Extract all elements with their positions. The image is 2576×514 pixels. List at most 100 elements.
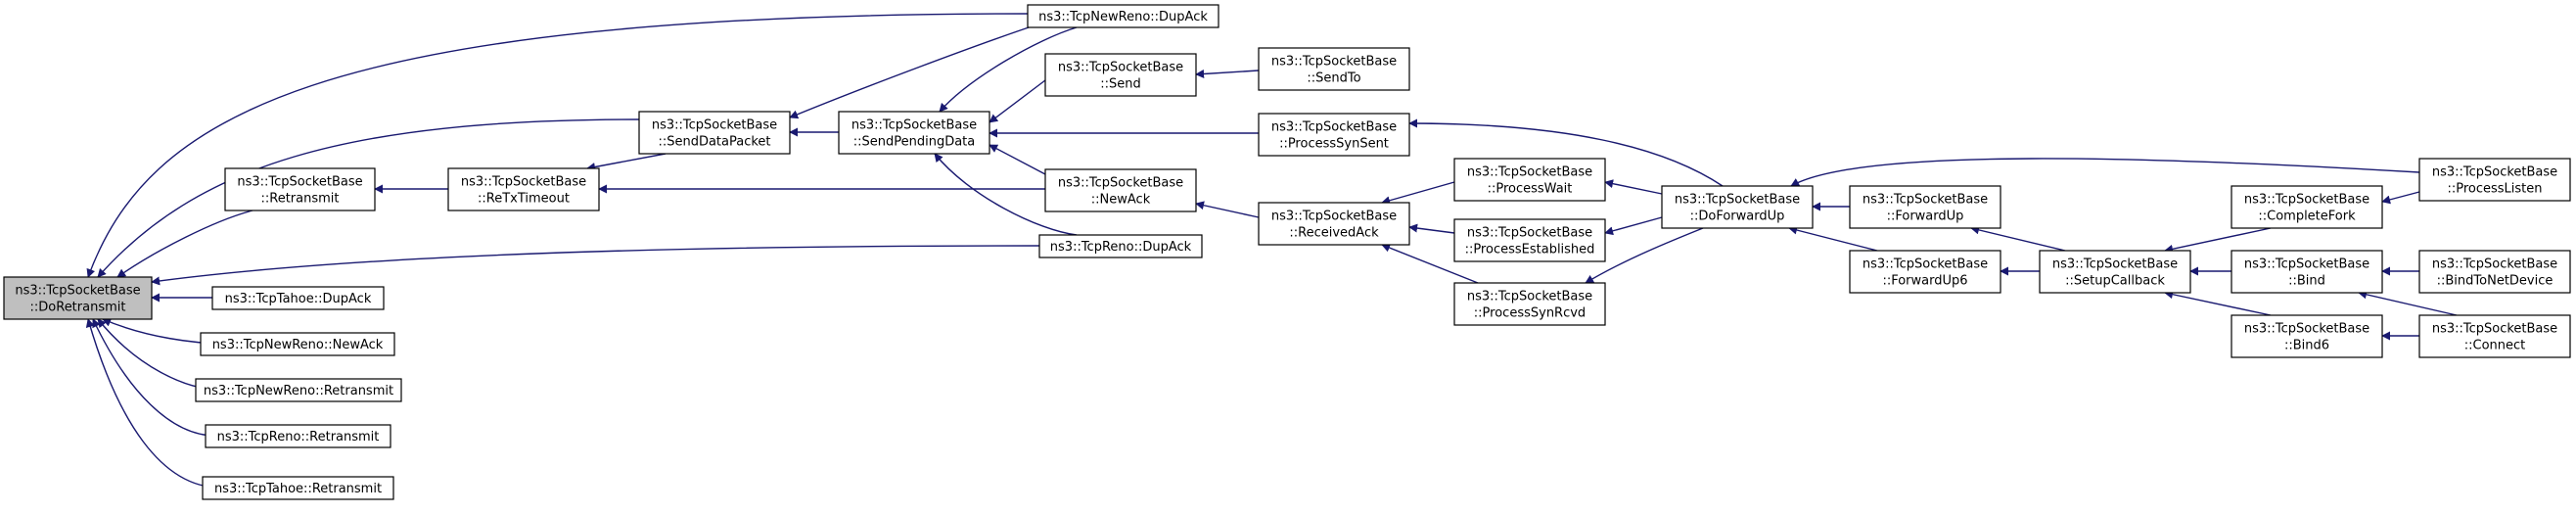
node-box-doRetransmit[interactable]	[3, 276, 153, 320]
node-label-bind6-0: ns3::TcpSocketBase	[2244, 322, 2369, 337]
node-label-doRetransmit-0: ns3::TcpSocketBase	[15, 284, 140, 299]
node-label-sendPendingData-0: ns3::TcpSocketBase	[851, 118, 977, 133]
node-completeFork[interactable]: ns3::TcpSocketBase::CompleteFork	[2231, 185, 2383, 229]
node-bind[interactable]: ns3::TcpSocketBase::Bind	[2231, 250, 2383, 294]
node-label-processSynRcvd-1: ::ProcessSynRcvd	[1474, 306, 1586, 321]
node-doRetransmit[interactable]: ns3::TcpSocketBase::DoRetransmit	[3, 276, 153, 320]
node-newRenoNewAck[interactable]: ns3::TcpNewReno::NewAck	[200, 332, 395, 356]
edge-sendPendingData-send	[989, 79, 1046, 123]
edge-sendPendingData-renoDupAck	[934, 153, 1078, 236]
node-box-receivedAck[interactable]	[1258, 202, 1410, 246]
node-newRenoRetransmit[interactable]: ns3::TcpNewReno::Retransmit	[195, 378, 402, 402]
node-box-processListen[interactable]	[2418, 158, 2571, 202]
node-box-bind[interactable]	[2231, 250, 2383, 294]
node-forwardUp6[interactable]: ns3::TcpSocketBase::ForwardUp6	[1849, 250, 2001, 294]
node-box-newRenoDupAck[interactable]	[1027, 4, 1219, 28]
node-box-tahoeDupAck[interactable]	[211, 286, 385, 310]
edge-processEstablished-doForwardUp	[1604, 216, 1663, 236]
edges-layer	[85, 13, 2458, 489]
node-box-connect[interactable]	[2418, 314, 2571, 358]
node-box-reTxTimeout[interactable]	[447, 167, 600, 211]
edge-reTxTimeout-sendDataPacket	[586, 153, 667, 171]
node-label-retransmit-0: ns3::TcpSocketBase	[237, 175, 362, 190]
node-box-processSynSent[interactable]	[1258, 113, 1410, 157]
node-box-forwardUp6[interactable]	[1849, 250, 2001, 294]
node-connect[interactable]: ns3::TcpSocketBase::Connect	[2418, 314, 2571, 358]
node-box-setupCallback[interactable]	[2039, 250, 2191, 294]
edge-newAck-receivedAck	[1195, 201, 1260, 218]
node-box-newAck[interactable]	[1044, 168, 1197, 212]
node-sendPendingData[interactable]: ns3::TcpSocketBase::SendPendingData	[838, 111, 990, 155]
node-forwardUp[interactable]: ns3::TcpSocketBase::ForwardUp	[1849, 185, 2001, 229]
node-label-bindToNetDevice-1: ::BindToNetDevice	[2437, 274, 2553, 289]
node-tahoeDupAck[interactable]: ns3::TcpTahoe::DupAck	[211, 286, 385, 310]
node-processWait[interactable]: ns3::TcpSocketBase::ProcessWait	[1453, 158, 1606, 202]
edge-doRetransmit-sendDataPacket	[97, 118, 640, 278]
node-box-bind6[interactable]	[2231, 314, 2383, 358]
node-label-receivedAck-1: ::ReceivedAck	[1289, 226, 1379, 241]
node-newAck[interactable]: ns3::TcpSocketBase::NewAck	[1044, 168, 1197, 212]
node-processEstablished[interactable]: ns3::TcpSocketBase::ProcessEstablished	[1453, 218, 1606, 262]
node-box-send[interactable]	[1044, 53, 1197, 97]
node-renoDupAck[interactable]: ns3::TcpReno::DupAck	[1038, 234, 1203, 258]
node-label-sendPendingData-1: ::SendPendingData	[853, 135, 976, 150]
node-box-tahoeRetransmit[interactable]	[202, 476, 394, 500]
node-label-sendTo-1: ::SendTo	[1307, 71, 1360, 86]
node-label-processSynSent-0: ns3::TcpSocketBase	[1271, 120, 1397, 135]
edge-completeFork-processListen	[2381, 191, 2420, 205]
node-box-sendTo[interactable]	[1258, 47, 1410, 91]
edge-processWait-doForwardUp	[1604, 179, 1663, 195]
node-doForwardUp[interactable]: ns3::TcpSocketBase::DoForwardUp	[1661, 185, 1814, 229]
node-box-newRenoNewAck[interactable]	[200, 332, 395, 356]
node-processListen[interactable]: ns3::TcpSocketBase::ProcessListen	[2418, 158, 2571, 202]
node-bind6[interactable]: ns3::TcpSocketBase::Bind6	[2231, 314, 2383, 358]
edge-doRetransmit-newRenoDupAck	[86, 13, 1029, 278]
node-box-sendDataPacket[interactable]	[638, 111, 791, 155]
node-box-retransmit[interactable]	[224, 167, 376, 211]
node-box-bindToNetDevice[interactable]	[2418, 250, 2571, 294]
node-box-sendPendingData[interactable]	[838, 111, 990, 155]
node-box-renoDupAck[interactable]	[1038, 234, 1203, 258]
node-tahoeRetransmit[interactable]: ns3::TcpTahoe::Retransmit	[202, 476, 394, 500]
node-send[interactable]: ns3::TcpSocketBase::Send	[1044, 53, 1197, 97]
node-label-sendTo-0: ns3::TcpSocketBase	[1271, 55, 1397, 70]
node-sendTo[interactable]: ns3::TcpSocketBase::SendTo	[1258, 47, 1410, 91]
node-setupCallback[interactable]: ns3::TcpSocketBase::SetupCallback	[2039, 250, 2191, 294]
node-processSynRcvd[interactable]: ns3::TcpSocketBase::ProcessSynRcvd	[1453, 282, 1606, 326]
edge-sendPendingData-newAck	[989, 144, 1046, 175]
node-processSynSent[interactable]: ns3::TcpSocketBase::ProcessSynSent	[1258, 113, 1410, 157]
node-label-doRetransmit-1: ::DoRetransmit	[30, 301, 126, 315]
node-renoRetransmit[interactable]: ns3::TcpReno::Retransmit	[205, 424, 391, 448]
node-bindToNetDevice[interactable]: ns3::TcpSocketBase::BindToNetDevice	[2418, 250, 2571, 294]
edge-doRetransmit-retransmit	[116, 210, 253, 278]
edge-setupCallback-bind6	[2164, 290, 2272, 316]
node-receivedAck[interactable]: ns3::TcpSocketBase::ReceivedAck	[1258, 202, 1410, 246]
node-box-processWait[interactable]	[1453, 158, 1606, 202]
node-newRenoDupAck[interactable]: ns3::TcpNewReno::DupAck	[1027, 4, 1219, 28]
node-label-processSynRcvd-0: ns3::TcpSocketBase	[1467, 290, 1592, 304]
node-label-forwardUp-1: ::ForwardUp	[1887, 210, 1964, 224]
node-reTxTimeout[interactable]: ns3::TcpSocketBase::ReTxTimeout	[447, 167, 600, 211]
node-label-processListen-1: ::ProcessListen	[2447, 182, 2542, 197]
node-box-forwardUp[interactable]	[1849, 185, 2001, 229]
node-box-renoRetransmit[interactable]	[205, 424, 391, 448]
node-box-doForwardUp[interactable]	[1661, 185, 1814, 229]
node-box-processSynRcvd[interactable]	[1453, 282, 1606, 326]
node-sendDataPacket[interactable]: ns3::TcpSocketBase::SendDataPacket	[638, 111, 791, 155]
node-label-forwardUp6-1: ::ForwardUp6	[1882, 274, 1967, 289]
node-retransmit[interactable]: ns3::TcpSocketBase::Retransmit	[224, 167, 376, 211]
edge-doRetransmit-renoDupAck	[151, 245, 1040, 286]
node-box-processEstablished[interactable]	[1453, 218, 1606, 262]
node-label-processEstablished-0: ns3::TcpSocketBase	[1467, 226, 1592, 241]
node-label-bind-0: ns3::TcpSocketBase	[2244, 257, 2369, 272]
node-label-setupCallback-1: ::SetupCallback	[2065, 274, 2165, 289]
node-label-doForwardUp-1: ::DoForwardUp	[1690, 210, 1785, 224]
edge-receivedAck-processSynRcvd	[1381, 243, 1479, 284]
node-label-processEstablished-1: ::ProcessEstablished	[1465, 243, 1595, 257]
node-label-bind6-1: ::Bind6	[2284, 339, 2329, 353]
node-box-newRenoRetransmit[interactable]	[195, 378, 402, 402]
node-box-completeFork[interactable]	[2231, 185, 2383, 229]
node-label-completeFork-1: ::CompleteFork	[2258, 210, 2356, 224]
node-label-setupCallback-0: ns3::TcpSocketBase	[2052, 257, 2178, 272]
